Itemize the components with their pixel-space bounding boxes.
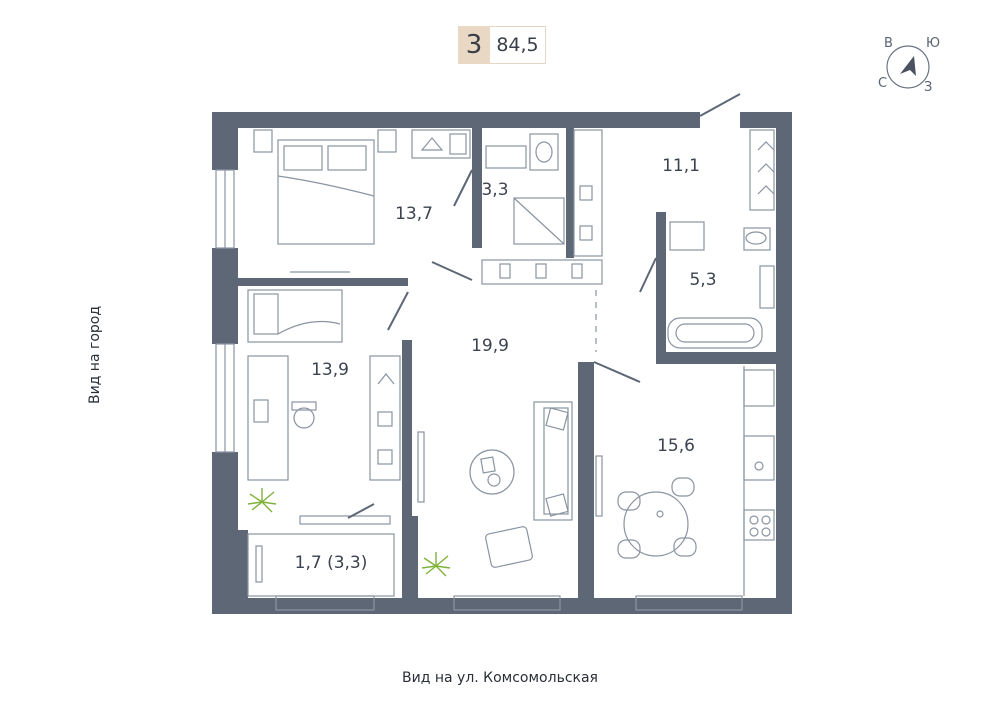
- room-area-bathroom-small: 3,3: [481, 180, 509, 200]
- furniture: [247, 129, 775, 597]
- kitchen-sink-icon: [743, 435, 775, 481]
- sofa-icon: [533, 401, 573, 521]
- washer-icon: [669, 221, 705, 251]
- balcony-outline: [247, 533, 395, 597]
- dining-table-icon: [623, 491, 689, 557]
- plants: [247, 488, 451, 577]
- shower-icon: [513, 197, 565, 245]
- room-area-living: 19,9: [471, 336, 509, 356]
- plant-icon: [247, 488, 277, 513]
- room-area-bedroom: 13,7: [395, 204, 433, 224]
- sink-icon: [485, 145, 527, 169]
- room-area-bathroom: 5,3: [689, 270, 717, 290]
- coffee-table-icon: [469, 449, 515, 495]
- compass-north: С: [878, 76, 888, 91]
- double-bed-icon: [277, 139, 375, 245]
- armchair-icon: [485, 526, 533, 568]
- bathtub-icon: [667, 317, 763, 349]
- compass-east: В: [884, 36, 893, 51]
- compass-south: Ю: [926, 36, 941, 51]
- compass-west: З: [924, 80, 933, 95]
- room-area-balcony: 1,7 (3,3): [294, 553, 368, 573]
- compass: В Ю С З: [870, 34, 950, 104]
- apartment-badge: 3 84,5: [458, 26, 546, 64]
- desk-icon: [247, 355, 289, 481]
- compass-icon: [886, 45, 930, 89]
- room-area-hall: 11,1: [662, 156, 700, 176]
- total-area: 84,5: [490, 26, 546, 64]
- stove-icon: [743, 509, 775, 541]
- toilet-icon: [535, 141, 553, 163]
- single-bed-icon: [247, 289, 343, 343]
- room-area-study: 13,9: [311, 360, 349, 380]
- chair-icon: [293, 407, 315, 429]
- room-area-kitchen: 15,6: [657, 436, 695, 456]
- walls: [212, 112, 792, 614]
- plant-icon-2: [421, 552, 451, 577]
- study-wardrobe-icon: [369, 355, 401, 481]
- toilet-icon-2: [745, 231, 767, 245]
- room-count: 3: [458, 26, 490, 64]
- view-bottom-label: Вид на ул. Комсомольская: [402, 670, 598, 686]
- wardrobe-icon: [411, 129, 471, 159]
- doors: [347, 93, 741, 519]
- fridge-icon: [743, 369, 775, 407]
